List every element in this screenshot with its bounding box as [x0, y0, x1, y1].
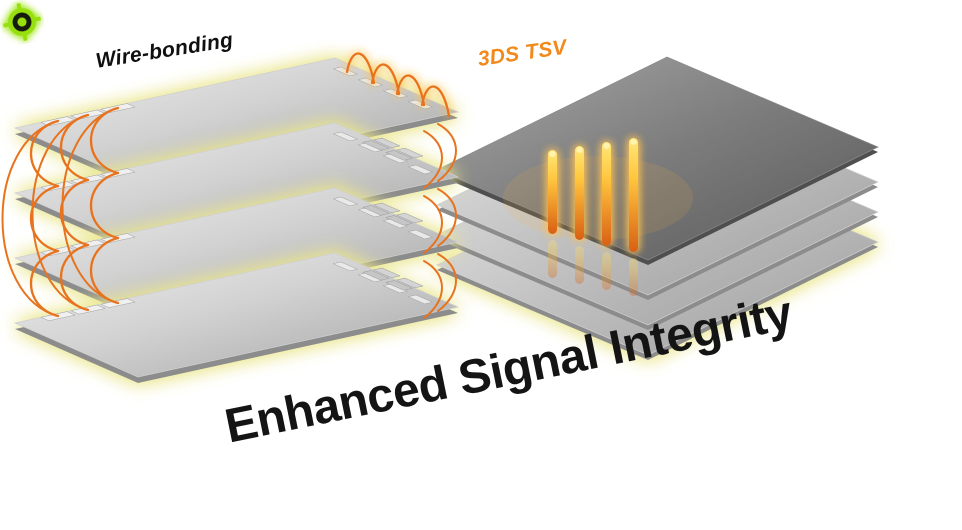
tsv-surface-glow — [503, 156, 693, 240]
tsv-pillars — [548, 138, 638, 252]
tsv-pillars-reflection — [548, 240, 638, 296]
wire-bond-chip-stack — [1, 52, 459, 384]
tsv-chip-stack — [436, 56, 879, 361]
target-icon — [3, 3, 41, 41]
wire-bond-arcs — [1, 106, 457, 319]
top-edge-wire-loops — [345, 52, 451, 118]
